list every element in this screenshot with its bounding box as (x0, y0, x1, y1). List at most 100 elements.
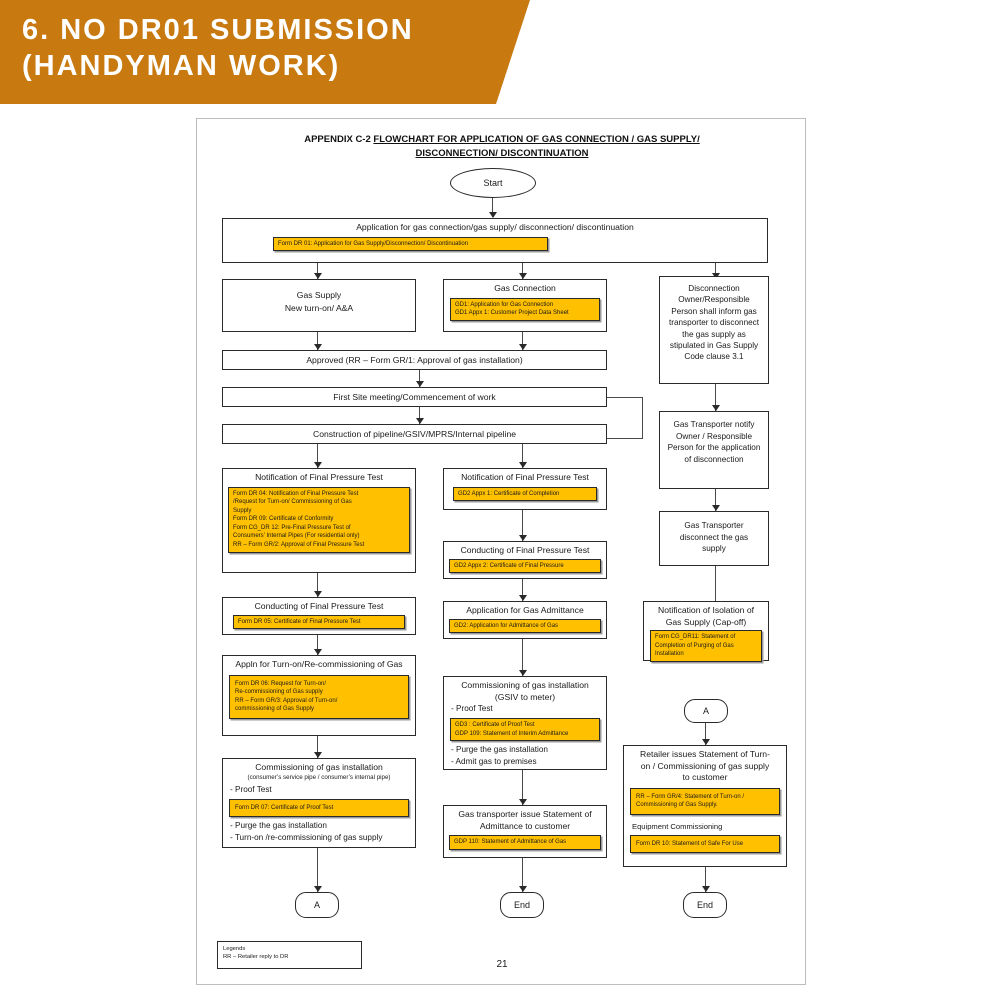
connector-commissioning-center-to-gas-transporter-issue (522, 770, 524, 805)
connector-commissioning-left-to-connector-a (317, 848, 319, 892)
arrow-head (519, 670, 527, 676)
page-number: 21 (496, 959, 508, 970)
arrow-head (712, 405, 720, 411)
form-chip-line: Form DR 10: Statement of Safe For Use (636, 840, 744, 847)
terminator-start: Start (450, 168, 536, 198)
connector-notify-to-disconnect (715, 489, 717, 511)
form-chip-line: Form DR 01: Application for Gas Supply/D… (278, 240, 469, 247)
appendix-label: APPENDIX C-2 (304, 134, 371, 145)
form-chip-cg-dr11: Form CG_DR11: Statement of Completion of… (650, 630, 762, 662)
form-chip-line: Form DR 04: Notification of Final Pressu… (233, 490, 359, 497)
connector-conducting-center-to-admittance (522, 579, 524, 601)
form-chip-line: GD2 Appx 2: Certificate of Final Pressur… (454, 562, 564, 569)
node-notification-isolation: Notification of Isolation of Gas Supply … (643, 601, 769, 662)
form-chip-line: Installation (655, 651, 684, 658)
connector-site-meeting-to-construction (419, 407, 421, 424)
connector-start-to-application (492, 198, 494, 217)
legend-entry: RR – Retailer reply to DR (223, 954, 289, 961)
node-retailer-issues-title-2: on / Commissioning of gas supply (640, 760, 770, 771)
form-chip-line: Completion of Purging of Gas (655, 642, 734, 649)
form-chip-dr07: Form DR 07: Certificate of Proof Test (229, 798, 409, 818)
node-notification-fpt-center: Notification of Final Pressure Test GD2 … (443, 468, 607, 510)
form-chip-gd2: GD2: Application for Admittance of Gas (449, 618, 601, 634)
form-chip-line: RR – Form GR/2: Approval of Final Pressu… (233, 542, 365, 549)
form-chip-line: Commissioning of Gas Supply. (636, 802, 718, 809)
form-chip-line: Supply (233, 507, 252, 514)
node-notification-isolation-title-1: Notification of Isolation of (657, 605, 755, 615)
banner-line-1: 6. NO DR01 SUBMISSION (22, 14, 414, 46)
node-conducting-fpt-left-title: Conducting of Final Pressure Test (254, 601, 384, 611)
node-gas-connection: Gas Connection GD1: Application for Gas … (443, 279, 607, 332)
form-chip-dr04-group: Form DR 04: Notification of Final Pressu… (228, 486, 410, 553)
connector-notif-center-to-conducting-center (522, 510, 524, 541)
form-chip-gdp110: GDP 110: Statement of Admittance of Gas (449, 835, 601, 850)
form-chip-gd2-appx2: GD2 Appx 2: Certificate of Final Pressur… (449, 558, 601, 574)
form-chip-gd3-group: GD3 : Certificate of Proof Test GDP 109:… (450, 718, 600, 742)
node-construction-title: Construction of pipeline/GSIV/MPRS/Inter… (312, 429, 516, 439)
node-first-site-meeting: First Site meeting/Commencement of work (222, 387, 607, 407)
connector-site-meeting-loop-h (607, 397, 643, 399)
node-notification-isolation-title-2: Gas Supply (Cap-off) (665, 616, 747, 627)
arrow-head (519, 886, 527, 892)
terminator-start-label: Start (483, 178, 503, 188)
node-appln-turnon-title: Appln for Turn-on/Re-commissioning of Ga… (235, 659, 403, 669)
connector-loop-return-h (607, 438, 643, 440)
node-gas-supply-title-2: New turn-on/ A&A (284, 302, 354, 313)
node-application-gas-admittance: Application for Gas Admittance GD2: Appl… (443, 601, 607, 639)
node-retailer-issues: Retailer issues Statement of Turn- on / … (623, 745, 787, 867)
node-notification-fpt-left: Notification of Final Pressure Test Form… (222, 468, 416, 573)
node-gas-transporter-issue-title-1: Gas transporter issue Statement of (458, 809, 592, 819)
legend-title: Legends (223, 946, 246, 952)
form-chip-line: commissioning of Gas Supply (235, 706, 315, 713)
node-commissioning-left-title: Commissioning of gas installation (255, 762, 383, 772)
connector-app-to-gas-supply (317, 263, 319, 279)
node-conducting-fpt-center-title: Conducting of Final Pressure Test (460, 545, 590, 555)
form-chip-line: GD2 Appx 1: Certificate of Completion (458, 490, 560, 497)
form-chip-line: GD1 Appx 1: Customer Project Data Sheet (455, 310, 569, 317)
form-chip-line: GD1: Application for Gas Connection (455, 301, 554, 308)
node-retailer-issues-title-3: to customer (682, 772, 728, 782)
arrow-head (489, 212, 497, 218)
arrow-head (519, 535, 527, 541)
arrow-head (314, 649, 322, 655)
form-chip-line: GD2: Application for Admittance of Gas (454, 622, 559, 629)
node-gas-transporter-issue-title-2: Admittance to customer (479, 820, 571, 831)
node-approved: Approved (RR – Form GR/1: Approval of ga… (222, 350, 607, 370)
connector-a-to-retailer (705, 723, 707, 745)
section-banner: 6. NO DR01 SUBMISSION (HANDYMAN WORK) (0, 0, 530, 104)
node-commissioning-center-bullet-proof: - Proof Test (451, 704, 493, 713)
node-retailer-issues-mid-label: Equipment Commissioning (632, 821, 723, 831)
node-notification-fpt-left-title: Notification of Final Pressure Test (255, 472, 383, 482)
legend-box: Legends RR – Retailer reply to DR (217, 941, 362, 969)
form-chip-gd1: GD1: Application for Gas Connection GD1 … (450, 297, 600, 321)
node-commissioning-center-bullet-admit: - Admit gas to premises (451, 757, 537, 767)
node-conducting-fpt-center: Conducting of Final Pressure Test GD2 Ap… (443, 541, 607, 579)
form-chip-gd2-appx1: GD2 Appx 1: Certificate of Completion (453, 486, 597, 502)
arrow-head (314, 752, 322, 758)
node-gas-transporter-issue: Gas transporter issue Statement of Admit… (443, 805, 607, 858)
connector-admittance-to-commissioning-center (522, 639, 524, 676)
form-chip-line: Form DR 09: Certificate of Conformity (233, 516, 334, 523)
node-notification-fpt-center-title: Notification of Final Pressure Test (461, 472, 589, 482)
arrow-head (314, 462, 322, 468)
arrow-head (712, 505, 720, 511)
form-chip-line: /Request for Turn-on/ Commissioning of G… (233, 499, 352, 506)
form-chip-line: Form DR 07: Certificate of Proof Test (235, 804, 334, 811)
connector-gas-supply-to-approved (317, 332, 319, 350)
connector-a-left: A (295, 892, 339, 918)
node-commissioning-center-title-1: Commissioning of gas installation (461, 680, 589, 690)
form-chip-line: RR – Form GR/4: Statement of Turn-on / (636, 793, 745, 800)
form-chip-dr10: Form DR 10: Statement of Safe For Use (630, 834, 780, 854)
form-chip-line: Consumers’ Internal Pipes (For residenti… (233, 533, 360, 540)
node-commissioning-left: Commissioning of gas installation (consu… (222, 758, 416, 848)
connector-site-meeting-loop-v (642, 397, 644, 439)
node-first-site-meeting-title: First Site meeting/Commencement of work (333, 392, 496, 402)
form-chip-line: RR – Form GR/3: Approval of Turn-on/ (235, 697, 338, 704)
connector-disconnection-to-notify (715, 384, 717, 411)
form-chip-dr05: Form DR 05: Certificate of Final Pressur… (233, 614, 405, 630)
node-commissioning-left-bullet-proof: - Proof Test (230, 784, 272, 794)
connector-app-to-gas-connection (522, 263, 524, 279)
terminator-end-right-label: End (696, 900, 713, 910)
form-chip-line: GD3 : Certificate of Proof Test (455, 722, 535, 728)
arrow-head (519, 344, 527, 350)
